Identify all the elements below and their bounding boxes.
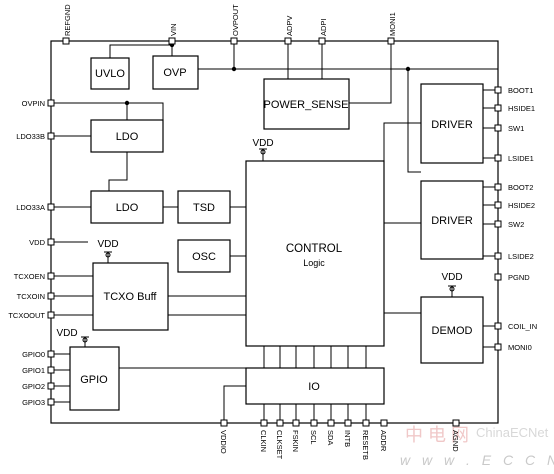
pin-agnd: AGND (451, 430, 460, 452)
pin-coil-in: COIL_IN (508, 322, 537, 331)
pin-moni0: MONI0 (508, 343, 532, 352)
pin-boot2: BOOT2 (508, 183, 533, 192)
ldo-a-label: LDO (116, 202, 139, 214)
tcxo-buff-block (92, 262, 169, 331)
tsd-block (177, 190, 231, 224)
pin-ldo33b: LDO33B (16, 132, 45, 141)
pin-refgnd: REFGND (63, 4, 72, 36)
pin-sda: SDA (326, 430, 335, 445)
pin-clkin: CLKIN (259, 430, 268, 452)
osc-label: OSC (192, 251, 216, 263)
pin-hside2: HSIDE2 (508, 201, 535, 210)
power-sense-label: POWER_SENSE (264, 99, 349, 111)
control-label: CONTROL (286, 243, 343, 255)
pin-intb: INTB (343, 430, 352, 447)
io-block (245, 367, 385, 405)
demod-label: DEMOD (432, 325, 473, 337)
watermark-cn: 中 电 网 (405, 425, 469, 445)
top-pin-labels: REFGND VIN OVPOUT ADPV ADPI MONI1 (63, 4, 397, 36)
ldo-a-block (90, 190, 164, 224)
pin-fskin: FSKIN (291, 430, 300, 452)
pin-scl: SCL (309, 430, 318, 445)
left-pin-labels: OVPIN LDO33B LDO33A VDD TCXOEN TCXOIN TC… (8, 99, 45, 407)
pin-vin: VIN (169, 23, 178, 36)
pin-clkset: CLKSET (275, 430, 284, 460)
pin-lside2: LSIDE2 (508, 252, 534, 261)
driver2-label: DRIVER (431, 215, 473, 227)
pin-gpio3: GPIO3 (22, 398, 45, 407)
pin-sw1: SW1 (508, 124, 524, 133)
pin-adpi: ADPI (319, 18, 328, 36)
pin-gpio0: GPIO0 (22, 350, 45, 359)
power-sense-block (263, 78, 350, 130)
uvlo-label: UVLO (95, 68, 125, 80)
pin-adpv: ADPV (285, 16, 294, 36)
pin-resetb: RESETB (361, 430, 370, 460)
gpio-block (69, 346, 120, 411)
pin-tcxoin: TCXOIN (17, 292, 45, 301)
pin-lside1: LSIDE1 (508, 154, 534, 163)
pin-pgnd: PGND (508, 273, 530, 282)
supply-symbols (81, 148, 456, 343)
vdd-gpio-label: VDD (56, 328, 77, 339)
watermark-site: w w w . E C C N . c o m (400, 452, 554, 468)
driver2-block (420, 180, 484, 260)
uvlo-block (90, 57, 130, 90)
logic-label: Logic (303, 258, 325, 268)
ovp-label: OVP (163, 67, 186, 79)
driver1-label: DRIVER (431, 119, 473, 131)
watermark-brand: ChinaECNet (476, 425, 549, 440)
pin-ovpout: OVPOUT (231, 4, 240, 36)
pin-tcxoout: TCXOOUT (8, 311, 45, 320)
pin-boot1: BOOT1 (508, 86, 533, 95)
pin-tcxoen: TCXOEN (14, 272, 45, 281)
junctions (124, 42, 411, 106)
io-label: IO (308, 381, 320, 393)
vdd-control-label: VDD (252, 138, 273, 149)
pin-gpio1: GPIO1 (22, 366, 45, 375)
pin-ovpin: OVPIN (22, 99, 45, 108)
control-logic-block (245, 160, 385, 347)
pin-hside1: HSIDE1 (508, 104, 535, 113)
pin-ldo33a: LDO33A (16, 203, 45, 212)
pin-vdd: VDD (29, 238, 45, 247)
demod-block (420, 296, 484, 364)
vdd-demod-label: VDD (441, 272, 462, 283)
pin-addr: ADDR (379, 430, 388, 452)
pin-gpio2: GPIO2 (22, 382, 45, 391)
tcxo-buff-label: TCXO Buff (104, 291, 158, 303)
pin-sw2: SW2 (508, 220, 524, 229)
pin-moni1: MONI1 (388, 12, 397, 36)
gpio-label: GPIO (80, 374, 108, 386)
chip-outline (50, 40, 499, 424)
ldo-b-label: LDO (116, 131, 139, 143)
right-pin-labels: BOOT1 HSIDE1 SW1 LSIDE1 BOOT2 HSIDE2 SW2… (508, 86, 537, 352)
ovp-block (152, 55, 199, 90)
vdd-tcxo-label: VDD (97, 239, 118, 250)
pin-vddio: VDDIO (219, 430, 228, 454)
bottom-pin-labels: VDDIO CLKIN CLKSET FSKIN SCL SDA INTB RE… (219, 430, 460, 460)
tsd-label: TSD (193, 202, 215, 214)
